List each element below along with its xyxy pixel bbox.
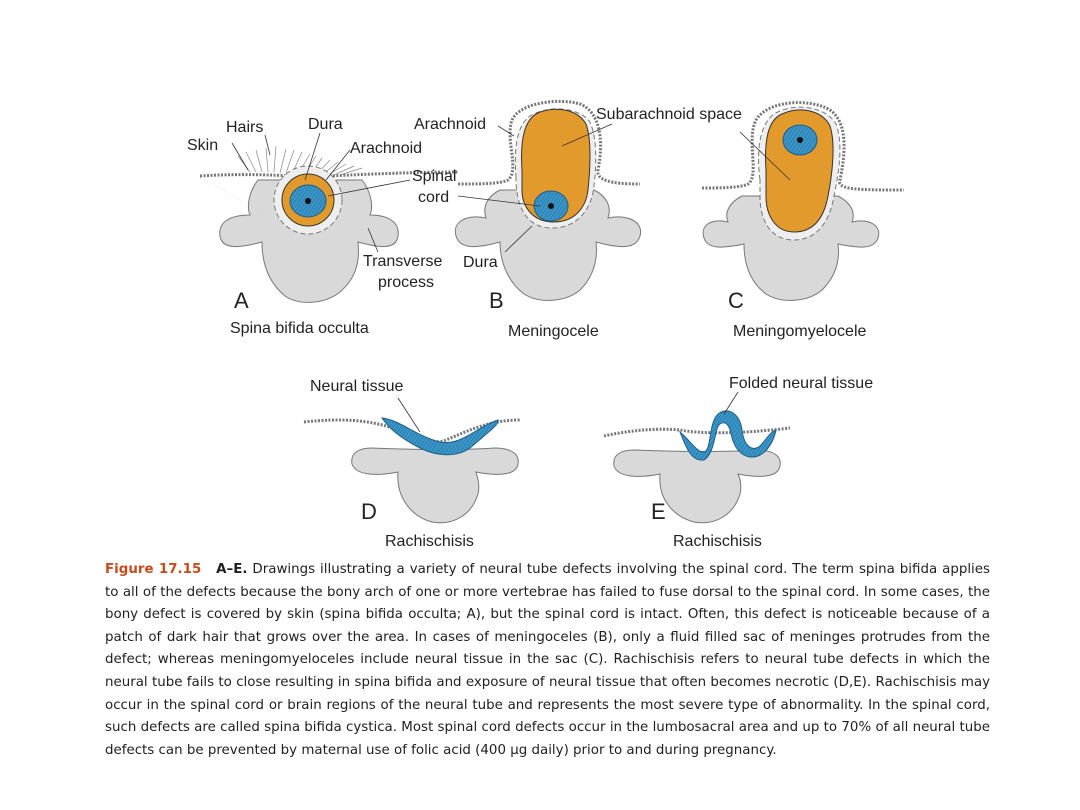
panel-title-a: Spina bifida occulta <box>230 320 369 337</box>
vertebra-a <box>219 179 399 303</box>
panel-title-d: Rachischisis <box>385 533 474 550</box>
label-neural-tissue: Neural tissue <box>310 378 404 395</box>
figure-range: A–E. <box>216 562 248 577</box>
panel-e-drawing <box>603 391 791 524</box>
label-arachnoid-a: Arachnoid <box>350 140 423 157</box>
caption-text: Drawings illustrating a variety of neura… <box>105 562 990 758</box>
meningeal-sac-b <box>521 108 591 223</box>
label-process: process <box>378 274 435 291</box>
label-hairs: Hairs <box>226 119 264 136</box>
panel-a-drawing <box>199 132 459 303</box>
label-transverse: Transverse <box>363 253 443 270</box>
figure-drawing <box>199 99 905 524</box>
label-subarachnoid-space: Subarachnoid space <box>596 106 742 123</box>
vertebra-c <box>702 195 880 301</box>
panel-letter-a: A <box>234 288 249 313</box>
panel-title-e: Rachischisis <box>673 533 762 550</box>
panel-letter-c: C <box>728 288 744 313</box>
label-dura-a: Dura <box>308 116 343 133</box>
skin-b <box>457 99 641 186</box>
folded-neural-tissue-e <box>678 410 777 461</box>
skin-d <box>303 418 521 444</box>
panel-letter-e: E <box>651 499 666 524</box>
label-arachnoid-b: Arachnoid <box>414 116 487 133</box>
panel-d-drawing <box>303 397 521 524</box>
panel-title-b: Meningocele <box>508 323 599 340</box>
skin-c <box>701 101 905 192</box>
label-spinal: Spinal <box>412 168 457 185</box>
figure-label: Figure 17.15 <box>105 562 202 577</box>
vertebra-d <box>351 447 519 524</box>
neural-tube-defects-figure: Skin Hairs Dura Arachnoid Arachnoid Spin… <box>187 99 905 550</box>
vertebra-b <box>454 189 642 301</box>
panel-title-c: Meningomyelocele <box>733 323 867 340</box>
panel-letter-d: D <box>361 499 377 524</box>
label-skin: Skin <box>187 137 219 154</box>
label-cord: cord <box>418 189 450 206</box>
panel-b-drawing <box>454 99 642 301</box>
panel-letter-b: B <box>489 288 504 313</box>
neural-plate-d <box>380 417 499 456</box>
panel-c-drawing <box>701 101 905 301</box>
label-dura-b: Dura <box>463 254 498 271</box>
vertebra-e <box>613 449 781 524</box>
figure-caption: Figure 17.15 A–E. Drawings illustrating … <box>105 559 990 762</box>
skin-e <box>603 426 791 438</box>
label-folded-neural-tissue: Folded neural tissue <box>729 375 874 392</box>
